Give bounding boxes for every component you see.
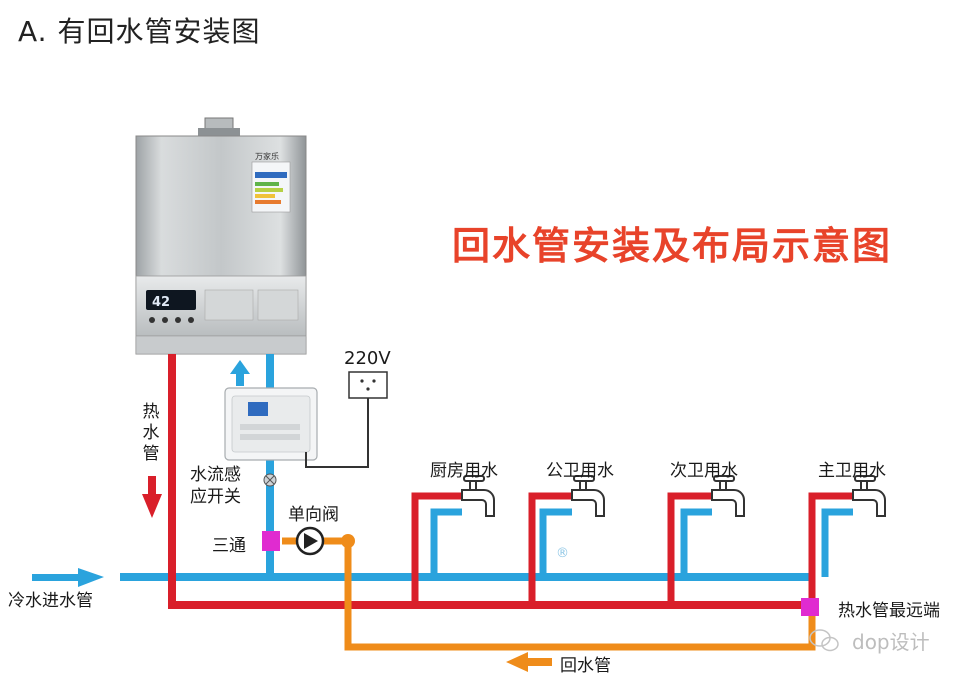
master-bath-cold-pipe xyxy=(821,508,853,577)
flow-switch-controller xyxy=(224,387,318,487)
controller-display xyxy=(248,402,268,416)
flow-switch-label-line2: 应开关 xyxy=(190,487,241,507)
kitchen-faucet-icon xyxy=(461,475,495,517)
energy-label-band xyxy=(255,172,287,178)
hot-down-arrow-icon xyxy=(142,476,162,518)
return-pipe-joint xyxy=(341,534,355,548)
check-valve-arrow-icon xyxy=(304,533,318,549)
cold-inlet-arrow-icon xyxy=(32,568,104,587)
tee-fitting xyxy=(262,531,280,551)
hot-water-pipes xyxy=(168,354,853,609)
check-valve xyxy=(295,526,325,556)
flow-up-arrow-icon xyxy=(230,360,250,386)
heater-button-icon xyxy=(162,317,168,323)
second-bath-label: 次卫用水 xyxy=(670,461,738,481)
heater-display xyxy=(146,290,196,310)
kitchen-cold-pipe xyxy=(430,508,462,577)
socket-icon xyxy=(348,371,388,399)
farthest-end-label: 热水管最远端 xyxy=(838,601,940,621)
power-wire xyxy=(305,398,369,468)
flow-switch-label-line1: 水流感 xyxy=(190,465,241,485)
farthest-end-tee-fitting xyxy=(801,598,819,616)
heater-brand: 万家乐 xyxy=(255,151,279,161)
heater-info-panel xyxy=(257,289,299,321)
check-valve-label: 单向阀 xyxy=(288,505,339,525)
public-bath-faucet-icon xyxy=(571,475,605,517)
heater-info-panel xyxy=(204,289,254,321)
registered-mark: ® xyxy=(556,546,569,561)
return-direction-arrow-icon xyxy=(506,652,552,672)
hot-pipe-label: 热 水 管 xyxy=(141,402,161,465)
master-bath-faucet-icon xyxy=(852,475,886,517)
page-title: A. 有回水管安装图 xyxy=(18,15,261,48)
return-pipe xyxy=(282,534,816,651)
heater-display-value: 42 xyxy=(152,295,170,310)
kitchen-label: 厨房用水 xyxy=(430,461,498,481)
hot-pipe-label-char: 热 xyxy=(142,402,160,422)
kitchen-hot-pipe xyxy=(411,492,462,605)
public-bath-hot-pipe xyxy=(528,492,572,605)
second-bath-cold-pipe xyxy=(680,508,712,577)
public-bath-cold-pipe xyxy=(539,508,572,577)
public-bath-label: 公卫用水 xyxy=(546,461,614,481)
tee-label: 三通 xyxy=(212,536,246,556)
master-bath-hot-pipe xyxy=(808,492,853,605)
heater-button-icon xyxy=(175,317,181,323)
return-pipe-line xyxy=(282,537,816,651)
cold-inlet-label: 冷水进水管 xyxy=(8,591,93,611)
heater-button-icon xyxy=(188,317,194,323)
voltage-label: 220V xyxy=(344,348,391,369)
diagram-banner-title: 回水管安装及布局示意图 xyxy=(452,224,893,268)
return-pipe-label: 回水管 xyxy=(560,656,611,676)
hot-pipe-label-char: 管 xyxy=(142,444,160,464)
watermark-text: dop设计 xyxy=(852,630,930,654)
second-bath-faucet-icon xyxy=(711,475,745,517)
power-socket xyxy=(305,371,388,468)
hot-pipe-label-char: 水 xyxy=(142,423,160,443)
flue-collar xyxy=(198,128,240,136)
water-heater: 42 万家乐 xyxy=(135,117,307,355)
master-bath-label: 主卫用水 xyxy=(818,461,886,481)
energy-label-sticker xyxy=(251,161,291,213)
heater-button-icon xyxy=(149,317,155,323)
second-bath-hot-pipe xyxy=(667,492,712,605)
wechat-icon xyxy=(809,629,839,652)
